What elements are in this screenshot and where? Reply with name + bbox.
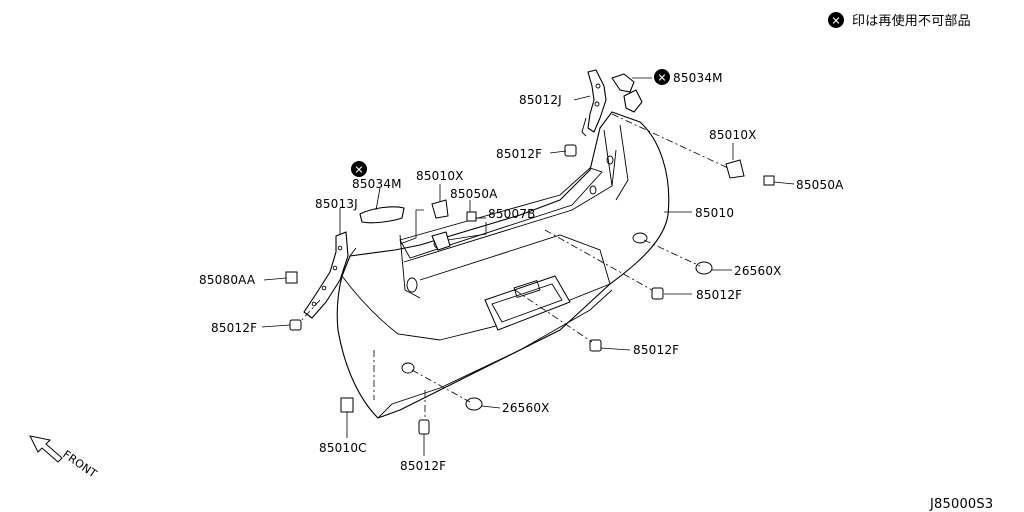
bracket-85007b [431, 231, 451, 251]
rear-bumper-fascia [336, 111, 670, 419]
label-85012j: 85012J [519, 93, 562, 107]
label-85012f-top: 85012F [496, 147, 542, 161]
assembly-lines [299, 113, 729, 420]
front-arrow-icon [29, 435, 63, 463]
label-85010c: 85010C [319, 441, 367, 455]
label-85013j: 85013J [315, 197, 358, 211]
label-85012f-lower-right: 85012F [633, 343, 679, 357]
part-labels: 85034M 85012J 85012F 85010X 85050A 85010… [199, 71, 844, 473]
non-reusable-mark-icon [351, 161, 367, 177]
non-reusable-mark-icon [828, 12, 844, 28]
label-85010: 85010 [695, 206, 734, 220]
label-85012f-mid-right: 85012F [696, 288, 742, 302]
legend: ✕ 印は再使用不可部品 [828, 12, 971, 29]
label-85034m-left: 85034M [352, 177, 402, 191]
label-85012f-left: 85012F [211, 321, 257, 335]
legend-symbol: ✕ [831, 15, 840, 28]
label-26560x-right: 26560X [734, 264, 782, 278]
front-label: FRONT [60, 448, 99, 481]
label-26560x-bottom: 26560X [502, 401, 550, 415]
mark-symbol: ✕ [354, 164, 363, 177]
fasteners [285, 144, 775, 435]
label-85010x-right: 85010X [709, 128, 757, 142]
seal-85034m-right [611, 73, 635, 93]
label-85050a-left: 85050A [450, 187, 498, 201]
seal-85034m-left [359, 206, 405, 224]
side-molding-bracket [303, 231, 349, 319]
label-85012f-bottom: 85012F [400, 459, 446, 473]
label-85034m-right: 85034M [673, 71, 723, 85]
non-reusable-markers: ✕ ✕ [351, 69, 670, 177]
legend-text: 印は再使用不可部品 [852, 13, 971, 29]
leader-lines [261, 77, 795, 456]
label-85050a-right: 85050A [796, 178, 844, 192]
front-direction: FRONT [29, 435, 99, 481]
label-85007b: 85007B [488, 207, 536, 221]
mark-symbol: ✕ [657, 72, 666, 85]
drawing-code: J85000S3 [929, 497, 993, 512]
non-reusable-mark-icon [654, 69, 670, 85]
upper-bracket [581, 69, 607, 137]
label-85080aa: 85080AA [199, 273, 256, 287]
label-85010x-left: 85010X [416, 169, 464, 183]
corner-bracket-right [623, 89, 643, 113]
